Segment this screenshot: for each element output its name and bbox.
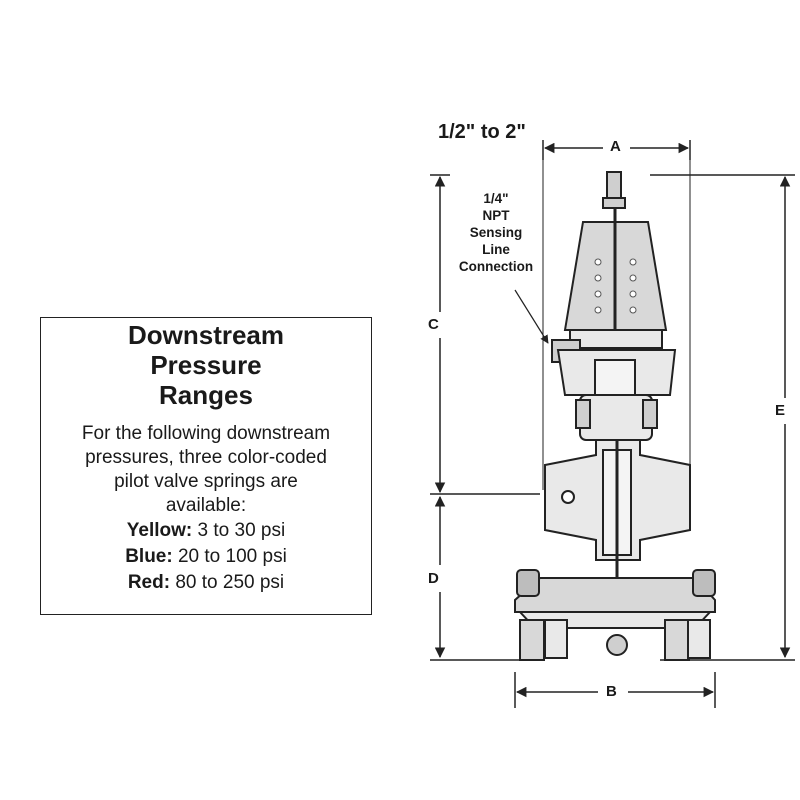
range-item-yellow: Yellow: 3 to 30 psi [41,518,371,544]
callout-line: Sensing [469,225,523,240]
dimension-b-line [514,672,716,708]
range-color: Blue: [125,546,173,567]
box-intro: For the following downstream pressures, … [41,422,371,518]
spring-ranges-list: Yellow: 3 to 30 psi Blue: 20 to 100 psi … [41,518,371,596]
box-title-line: Ranges [159,380,253,410]
size-range-label: 1/2" to 2" [438,121,526,143]
range-item-red: Red: 80 to 250 psi [41,570,371,596]
range-item-blue: Blue: 20 to 100 psi [41,544,371,570]
range-value: 80 to 250 psi [175,572,285,593]
dimension-c-line [430,174,540,495]
callout-line: Line [482,242,510,257]
callout-line: Connection [458,259,534,274]
valve-body [514,171,716,661]
dimension-d-line [430,495,520,661]
intro-line: available: [165,495,247,516]
intro-line: For the following downstream [81,423,331,444]
dimension-a-label: A [606,138,625,155]
sensing-line-callout: 1/4" NPT Sensing Line Connection [448,190,544,275]
range-color: Yellow: [126,520,193,541]
intro-line: pressures, three color-coded [85,447,327,468]
box-title-line: Downstream [127,320,285,350]
box-title-line: Pressure [150,350,262,380]
callout-leader [514,289,549,344]
range-color: Red: [127,572,171,593]
dimension-b-label: B [602,683,621,700]
pressure-ranges-box: Downstream Pressure Ranges For the follo… [40,317,372,615]
dimension-a-line [542,140,691,490]
callout-line: NPT [482,208,510,223]
box-title: Downstream Pressure Ranges [41,320,371,410]
callout-line: 1/4" [483,191,509,206]
intro-line: pilot valve springs are [114,471,298,492]
range-value: 3 to 30 psi [197,520,286,541]
range-value: 20 to 100 psi [177,546,287,567]
dimension-d-label: D [424,570,443,587]
dimension-e-label: E [771,402,790,419]
dimension-c-label: C [424,316,443,333]
